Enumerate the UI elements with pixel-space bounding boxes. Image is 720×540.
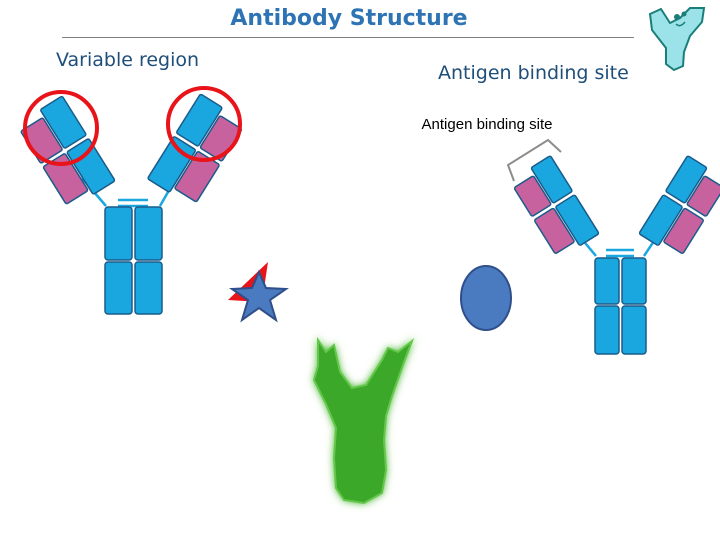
green-receptor-icon [312,336,415,505]
antigen-binding-site-label: Antigen binding site [438,62,629,84]
variable-region-label: Variable region [56,49,200,71]
binding-site-bracket [506,138,562,182]
left-antibody [20,86,242,315]
slide-title: Antibody Structure [230,6,468,31]
title-underline [62,37,634,38]
mascot-icon [648,7,706,72]
antigen-binding-site-small-label: Antigen binding site [421,116,553,133]
variable-region-circle-right [166,86,242,162]
variable-region-circle-left [23,90,99,166]
oval-antigen-icon [460,265,512,331]
right-antibody [506,138,720,355]
star-antigen-icon [228,262,290,323]
